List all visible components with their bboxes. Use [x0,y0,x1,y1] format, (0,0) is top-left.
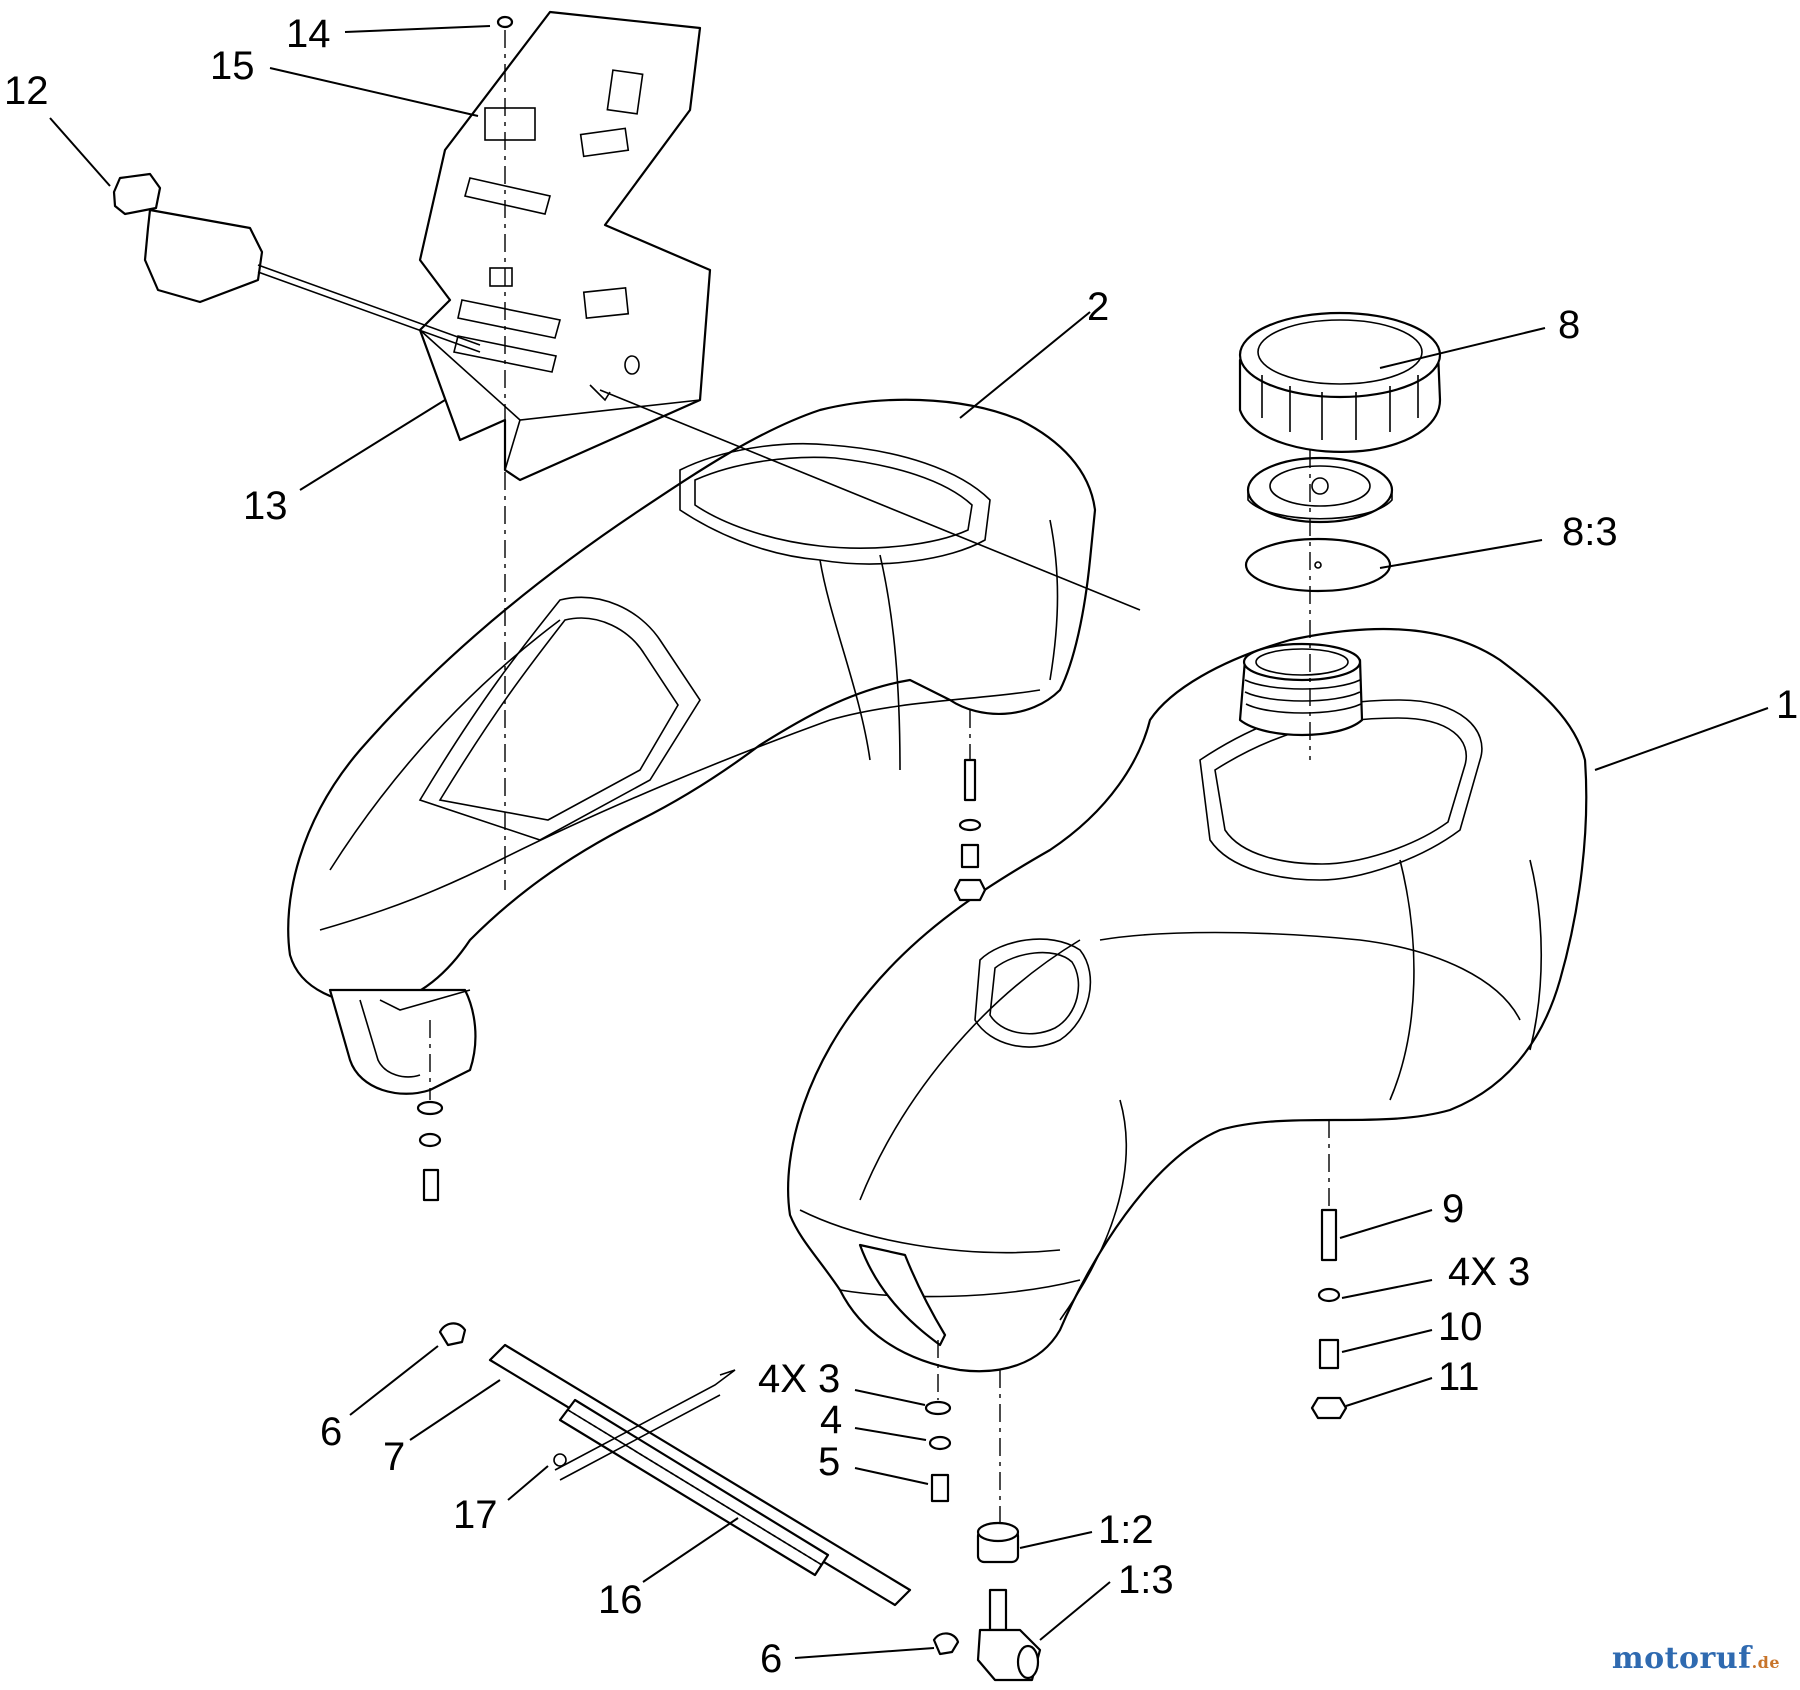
callout-7: 7 [383,1435,405,1479]
callout-9: 9 [1442,1187,1464,1231]
fuel-cap [1238,311,1442,593]
callout-4x3-right: 4X 3 [1448,1250,1530,1294]
callout-13: 13 [243,484,288,528]
key-switch-assembly [112,172,1141,611]
callout-8: 8 [1558,303,1580,347]
callout-1-2: 1:2 [1098,1508,1154,1552]
callout-5: 5 [818,1440,840,1484]
callout-11: 11 [1438,1355,1480,1399]
watermark-tld: .de [1751,1653,1780,1672]
leader-lines [49,25,1769,1659]
callout-16: 16 [598,1578,643,1622]
right-fuel-tank [787,627,1588,1373]
assembly-axes [429,30,1330,1530]
callout-1-3: 1:3 [1118,1558,1174,1602]
callout-6-bottom: 6 [760,1637,782,1681]
callout-10: 10 [1438,1305,1483,1349]
callout-6-top: 6 [320,1410,342,1454]
callout-15: 15 [210,44,255,88]
callout-14: 14 [286,12,331,56]
watermark-logo: motoruf.de [1612,1641,1780,1676]
callout-4: 4 [820,1398,842,1442]
shutoff-valve [976,1521,1042,1682]
callout-labels: 12 14 15 13 2 8 8:3 1 9 4X 3 10 11 4X 3 … [4,12,1798,1681]
callout-17: 17 [453,1493,498,1537]
fuel-line-assembly [438,1322,960,1656]
callout-2: 2 [1087,285,1109,329]
watermark-brand: motoruf [1611,1641,1752,1676]
control-panel [418,10,712,482]
callout-4x3-left: 4X 3 [758,1357,840,1401]
callout-8-3: 8:3 [1562,510,1618,554]
left-fuel-tank [287,398,1097,1095]
callout-12: 12 [4,69,49,113]
callout-1: 1 [1776,683,1798,727]
